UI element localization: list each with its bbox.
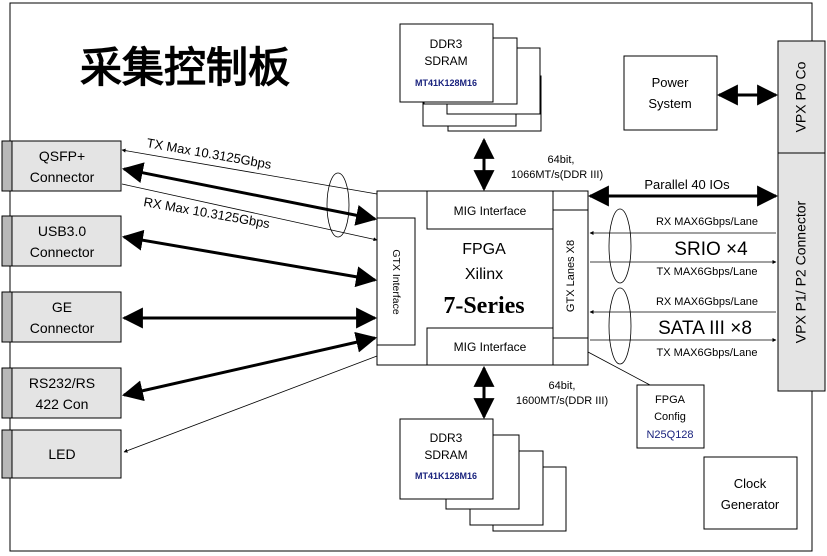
usb-label-2: Connector: [30, 244, 95, 260]
power-label-1: Power: [652, 75, 690, 90]
qsfp-label-1: QSFP+: [39, 148, 85, 164]
usb-label-1: USB3.0: [38, 223, 86, 239]
ddr-top-line2: SDRAM: [424, 54, 467, 68]
ddr-bottom-part: MT41K128M16: [415, 471, 477, 481]
led-connector: LED: [1, 429, 122, 479]
fpga-config: FPGA Config N25Q128: [636, 384, 705, 449]
sata-label: SATA III ×8: [658, 318, 752, 339]
clock-label-1: Clock: [734, 476, 767, 491]
usb-connector: USB3.0 Connector: [1, 215, 122, 267]
power-label-2: System: [648, 96, 691, 111]
ddr-top-line1: DDR3: [430, 37, 463, 51]
rs232-label-1: RS232/RS: [29, 375, 95, 391]
vpx-p0-label: VPX P0 Co: [793, 61, 809, 132]
ddr3-bottom-stack: DDR3 SDRAM MT41K128M16: [399, 418, 567, 532]
gtx-interface-label: GTX Interface: [390, 249, 402, 315]
qsfp-connector: QSFP+ Connector: [1, 140, 122, 192]
sata-rx-label: RX MAX6Gbps/Lane: [656, 296, 758, 308]
srio-bundle-ellipse: [608, 208, 632, 284]
ddr-bottom-rate: 1600MT/s(DDR III): [516, 395, 608, 407]
ddr-bottom-width: 64bit,: [549, 380, 576, 392]
power-system: Power System: [623, 55, 718, 131]
vpx-p1-connector: VPX P1/ P2 Connector: [777, 152, 826, 392]
led-line: [123, 355, 378, 453]
vpx-p1-label: VPX P1/ P2 Connector: [793, 200, 809, 343]
fpga-name: FPGA: [462, 241, 506, 258]
usb-arrow: [121, 229, 378, 288]
fpga-vendor: Xilinx: [465, 266, 503, 283]
config-line: [587, 351, 651, 386]
sata-tx-label: TX MAX6Gbps/Lane: [657, 347, 758, 359]
mig-bottom-label: MIG Interface: [454, 340, 527, 354]
ddr3-top-stack: DDR3 SDRAM MT41K128M16: [399, 23, 542, 132]
board-title: 采集控制板: [80, 43, 290, 92]
ddr-top-width: 64bit,: [548, 154, 575, 166]
ddr-top-rate: 1066MT/s(DDR III): [511, 169, 603, 181]
ddr-bottom-line1: DDR3: [430, 431, 463, 445]
config-label-2: Config: [654, 411, 686, 423]
mig-bottom-box: [426, 327, 554, 366]
ge-label-1: GE: [52, 299, 72, 315]
ge-connector: GE Connector: [1, 291, 122, 343]
srio-tx-label: TX MAX6Gbps/Lane: [657, 266, 758, 278]
ddr-bottom-line2: SDRAM: [424, 448, 467, 462]
ge-label-2: Connector: [30, 320, 95, 336]
mig-top-label: MIG Interface: [454, 204, 527, 218]
srio-label: SRIO ×4: [674, 239, 748, 260]
mig-top-box: [426, 190, 554, 230]
fpga-family: 7-Series: [443, 293, 524, 319]
qsfp-arrow: [121, 162, 378, 226]
ddr-top-part: MT41K128M16: [415, 78, 477, 88]
gtx-interface-box: [376, 217, 416, 346]
sata-bundle-ellipse: [608, 287, 632, 365]
srio-rx-label: RX MAX6Gbps/Lane: [656, 216, 758, 228]
clock-label-2: Generator: [721, 497, 780, 512]
gtx-lanes-label: GTX Lanes X8: [565, 240, 577, 312]
led-label: LED: [48, 446, 75, 462]
qsfp-label-2: Connector: [30, 169, 95, 185]
config-label-3: N25Q128: [646, 429, 693, 441]
vpx-p0-connector: VPX P0 Co: [777, 40, 826, 154]
gtx-lanes-box: [552, 209, 589, 339]
parallel-io-label: Parallel 40 IOs: [644, 177, 730, 192]
rs232-connector: RS232/RS 422 Con: [1, 367, 122, 419]
clock-generator: Clock Generator: [703, 456, 798, 530]
fpga-block: MIG Interface MIG Interface GTX Interfac…: [376, 190, 589, 366]
config-label-1: FPGA: [655, 394, 686, 406]
rs232-label-2: 422 Con: [36, 396, 89, 412]
rs232-arrow: [121, 331, 378, 402]
